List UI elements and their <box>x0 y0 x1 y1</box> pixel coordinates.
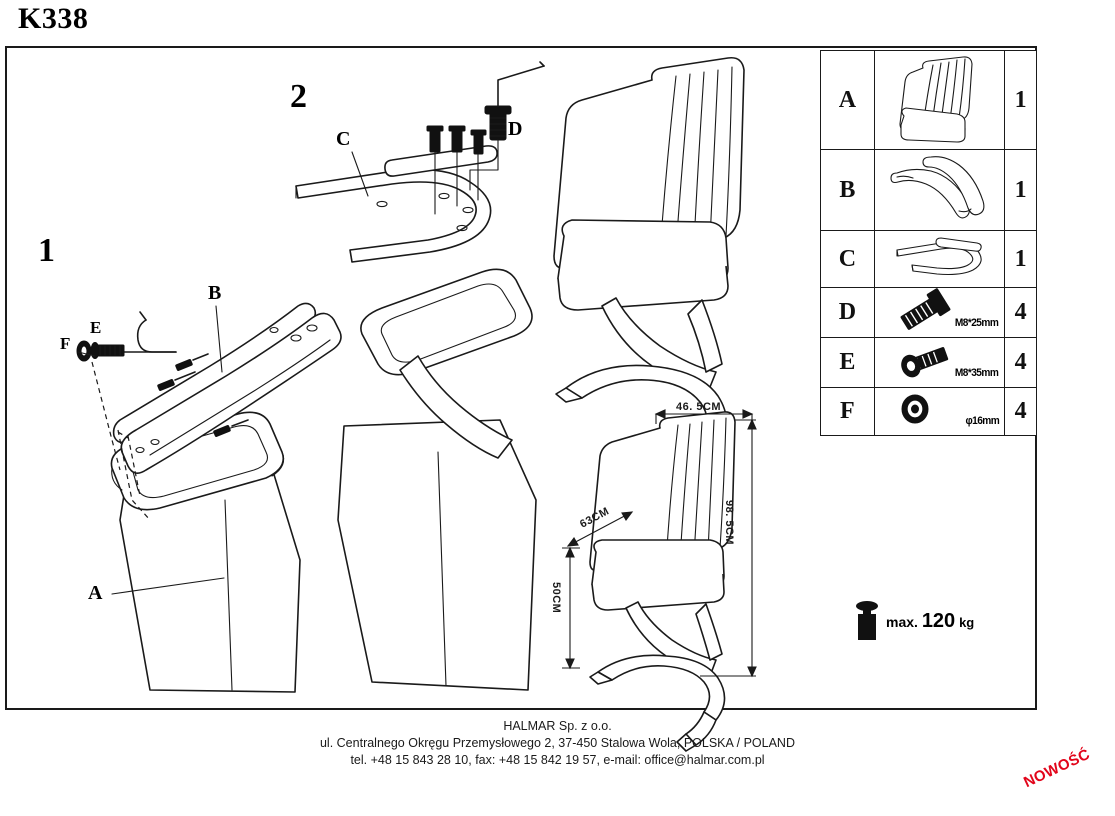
part-qty-d: 4 <box>1004 287 1037 338</box>
footer-address: ul. Centralnego Okręgu Przemysłowego 2, … <box>319 736 795 750</box>
max-load-unit: kg <box>959 614 975 630</box>
callout-e-step1: E <box>90 318 102 337</box>
callout-d-step2: D <box>508 118 523 140</box>
callout-b-step1: B <box>208 282 222 304</box>
part-image-cell-a <box>873 50 1006 150</box>
callout-a-step1: A <box>88 582 103 604</box>
max-load-indicator: max. 120 kg <box>855 600 974 642</box>
parts-table: A 1 <box>820 50 1037 436</box>
dimension-height: 98. 5CM <box>723 500 735 546</box>
table-row: A 1 <box>820 50 1037 150</box>
chair-seat-and-back-icon <box>899 55 974 143</box>
footer-contact: tel. +48 15 843 28 10, fax: +48 15 842 1… <box>350 753 765 767</box>
max-load-value: 120 <box>921 609 956 632</box>
table-row: B 1 <box>820 149 1037 231</box>
max-load-text: max. 120 kg <box>886 610 974 633</box>
part-image-cell-b <box>873 149 1006 231</box>
part-label-d: D <box>820 287 875 338</box>
part-spec-f: φ16mm <box>964 415 999 427</box>
part-image-cell-e: M8*35mm <box>873 337 1006 388</box>
step-1-number: 1 <box>38 232 55 269</box>
weight-icon <box>856 601 878 640</box>
footer-company: HALMAR Sp. z o.o. <box>503 719 612 733</box>
part-label-f: F <box>820 387 875 436</box>
part-image-cell-d: M8*25mm <box>873 287 1006 338</box>
table-row: D M8*25mm 4 <box>820 287 1037 338</box>
part-label-b: B <box>820 149 875 231</box>
part-qty-e: 4 <box>1004 337 1037 388</box>
part-label-a: A <box>820 50 875 150</box>
part-spec-d: M8*25mm <box>954 317 999 329</box>
part-qty-b: 1 <box>1004 149 1037 231</box>
table-row: C 1 <box>820 230 1037 288</box>
part-image-cell-c <box>873 230 1006 288</box>
part-qty-a: 1 <box>1004 50 1037 150</box>
page-title: K338 <box>18 2 89 35</box>
part-image-cell-f: φ16mm <box>873 387 1006 436</box>
backrest-side-rails-icon <box>890 155 985 218</box>
part-qty-f: 4 <box>1004 387 1037 436</box>
part-spec-e: M8*35mm <box>954 367 999 379</box>
dimension-width: 46. 5CM <box>676 401 722 413</box>
hex-bolt-icon <box>901 288 951 330</box>
callout-f-step1: F <box>60 334 71 353</box>
part-label-c: C <box>820 230 875 288</box>
callout-c-step2: C <box>336 128 351 150</box>
footer: HALMAR Sp. z o.o. ul. Centralnego Okręgu… <box>0 718 1115 769</box>
u-shaped-frame-icon <box>896 236 983 275</box>
part-qty-c: 1 <box>1004 230 1037 288</box>
part-label-e: E <box>820 337 875 388</box>
washer-icon <box>901 394 929 424</box>
table-row: E M8*35mm 4 <box>820 337 1037 388</box>
step-2-number: 2 <box>290 78 307 115</box>
max-load-prefix: max. <box>886 613 918 630</box>
socket-bolt-icon <box>901 347 949 378</box>
dimension-seat-height: 50CM <box>550 582 562 614</box>
table-row: F φ16mm 4 <box>820 387 1037 436</box>
